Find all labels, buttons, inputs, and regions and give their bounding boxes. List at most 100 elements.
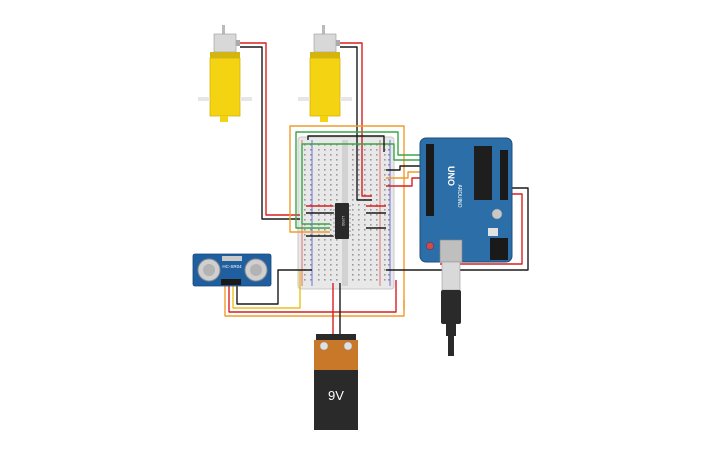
breadboard-hole <box>324 169 326 171</box>
breadboard-hole <box>376 169 378 171</box>
breadboard-hole <box>358 164 360 166</box>
power-analog-header <box>500 150 508 200</box>
breadboard-hole <box>310 194 312 196</box>
ic-pins <box>333 205 351 237</box>
breadboard-hole <box>310 169 312 171</box>
breadboard-hole <box>384 204 386 206</box>
breadboard-hole <box>336 159 338 161</box>
breadboard-hole <box>304 259 306 261</box>
breadboard-hole <box>352 219 354 221</box>
digital-header <box>426 144 434 216</box>
breadboard-hole <box>324 239 326 241</box>
breadboard-hole <box>336 279 338 281</box>
breadboard-hole <box>318 264 320 266</box>
breadboard-hole <box>304 189 306 191</box>
breadboard-hole <box>364 279 366 281</box>
breadboard-hole <box>310 234 312 236</box>
breadboard-hole <box>324 194 326 196</box>
breadboard-hole <box>358 254 360 256</box>
breadboard-hole <box>358 149 360 151</box>
breadboard-hole <box>364 194 366 196</box>
breadboard-hole <box>388 259 390 261</box>
breadboard-hole <box>352 229 354 231</box>
breadboard-hole <box>352 149 354 151</box>
breadboard-hole <box>310 189 312 191</box>
breadboard-hole <box>324 154 326 156</box>
breadboard-hole <box>330 194 332 196</box>
breadboard-hole <box>370 274 372 276</box>
breadboard-hole <box>310 214 312 216</box>
breadboard-hole <box>364 224 366 226</box>
breadboard-hole <box>324 279 326 281</box>
breadboard-hole <box>330 209 332 211</box>
breadboard-hole <box>318 144 320 146</box>
breadboard-hole <box>352 169 354 171</box>
l293d-chip: L293D <box>333 203 351 239</box>
breadboard-hole <box>330 264 332 266</box>
motor-axle-right <box>240 97 252 101</box>
breadboard-hole <box>370 254 372 256</box>
breadboard-hole <box>310 259 312 261</box>
breadboard-hole <box>336 194 338 196</box>
breadboard-hole <box>330 239 332 241</box>
breadboard-hole <box>318 159 320 161</box>
breadboard-hole <box>376 209 378 211</box>
breadboard-hole <box>358 209 360 211</box>
breadboard-hole <box>310 224 312 226</box>
wire-yellow <box>232 270 301 309</box>
breadboard-hole <box>358 169 360 171</box>
breadboard-hole <box>384 144 386 146</box>
breadboard-hole <box>304 164 306 166</box>
breadboard-hole <box>370 279 372 281</box>
wire-red <box>240 42 300 216</box>
breadboard-hole <box>364 204 366 206</box>
breadboard-hole <box>336 274 338 276</box>
breadboard-hole <box>352 209 354 211</box>
breadboard-hole <box>384 184 386 186</box>
breadboard-hole <box>384 189 386 191</box>
breadboard-hole <box>370 154 372 156</box>
wire-red <box>440 193 523 265</box>
breadboard-hole <box>318 234 320 236</box>
breadboard-hole <box>388 214 390 216</box>
breadboard-hole <box>330 144 332 146</box>
breadboard-hole <box>388 279 390 281</box>
breadboard-hole <box>324 149 326 151</box>
breadboard-hole <box>384 194 386 196</box>
breadboard-hole <box>324 254 326 256</box>
breadboard-hole <box>352 254 354 256</box>
wire-green <box>301 143 420 225</box>
ic-pin <box>349 213 351 216</box>
breadboard-hole <box>384 234 386 236</box>
breadboard-hole <box>318 249 320 251</box>
wire-green <box>295 131 420 229</box>
breadboard-hole <box>304 239 306 241</box>
breadboard-hole <box>324 229 326 231</box>
breadboard-hole <box>304 209 306 211</box>
breadboard-hole <box>330 189 332 191</box>
breadboard-hole <box>358 229 360 231</box>
breadboard-hole <box>336 164 338 166</box>
usb-port <box>439 239 463 263</box>
breadboard-hole <box>388 234 390 236</box>
breadboard-hole <box>370 159 372 161</box>
ultrasonic-sensor: HC-SR04 <box>192 253 272 287</box>
breadboard-hole <box>376 269 378 271</box>
breadboard-hole <box>318 179 320 181</box>
breadboard-hole <box>318 199 320 201</box>
breadboard-hole <box>376 234 378 236</box>
breadboard-hole <box>352 194 354 196</box>
breadboard-hole <box>376 194 378 196</box>
breadboard-hole <box>376 264 378 266</box>
breadboard-hole <box>388 219 390 221</box>
breadboard-hole <box>324 189 326 191</box>
breadboard-hole <box>370 269 372 271</box>
breadboard-hole <box>358 259 360 261</box>
battery-terminal-negative <box>319 341 329 351</box>
breadboard-hole <box>352 164 354 166</box>
breadboard-hole <box>324 184 326 186</box>
breadboard-hole <box>336 174 338 176</box>
wire-orange <box>289 125 405 310</box>
motor-gear-top <box>210 52 240 58</box>
transducer-center <box>250 264 262 276</box>
